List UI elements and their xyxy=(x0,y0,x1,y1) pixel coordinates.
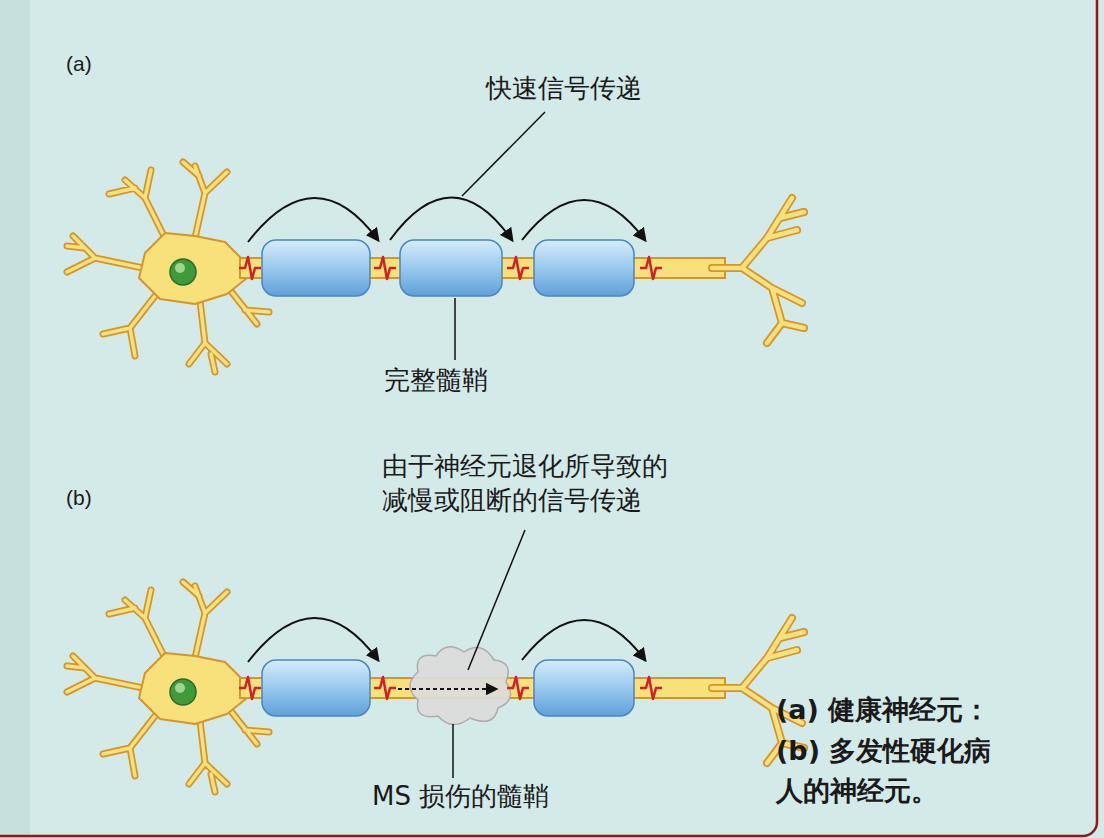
figure-caption: (a) 健康神经元： (b) 多发性硬化病 人的神经元。 xyxy=(776,690,1011,812)
signal-label: 快速信号传递 xyxy=(486,72,642,106)
panel-tag: (b) xyxy=(66,484,92,511)
damaged-myelin-label: MS 损伤的髓鞘 xyxy=(372,780,549,814)
myelin-label: 完整髓鞘 xyxy=(384,364,488,398)
damage-note: 由于神经元退化所导致的 减慢或阻断的信号传递 xyxy=(382,450,702,518)
panel-tag: (a) xyxy=(66,50,92,77)
